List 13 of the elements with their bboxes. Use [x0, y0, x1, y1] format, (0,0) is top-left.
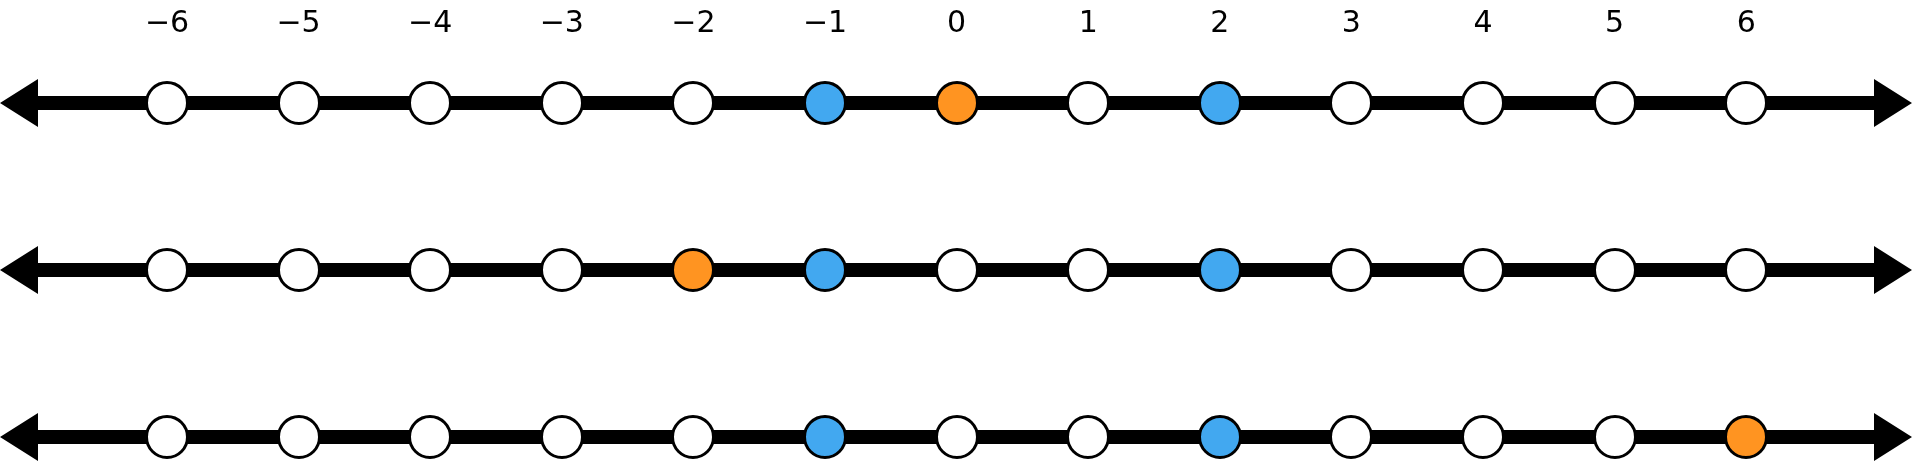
tick-label: 2: [1210, 4, 1230, 40]
tick-label: 0: [947, 4, 967, 40]
tick-label: 6: [1736, 4, 1756, 40]
tick-label: −4: [408, 4, 453, 40]
tick-label: 1: [1078, 4, 1098, 40]
tick-label: −6: [144, 4, 190, 40]
tick-label: −5: [276, 4, 321, 40]
tick-label: −2: [671, 4, 716, 40]
tick-label: 5: [1605, 4, 1625, 40]
tick-label: 4: [1473, 4, 1493, 40]
tick-label: −1: [802, 4, 848, 40]
tick-label: −3: [539, 4, 584, 40]
tick-label: 3: [1341, 4, 1361, 40]
